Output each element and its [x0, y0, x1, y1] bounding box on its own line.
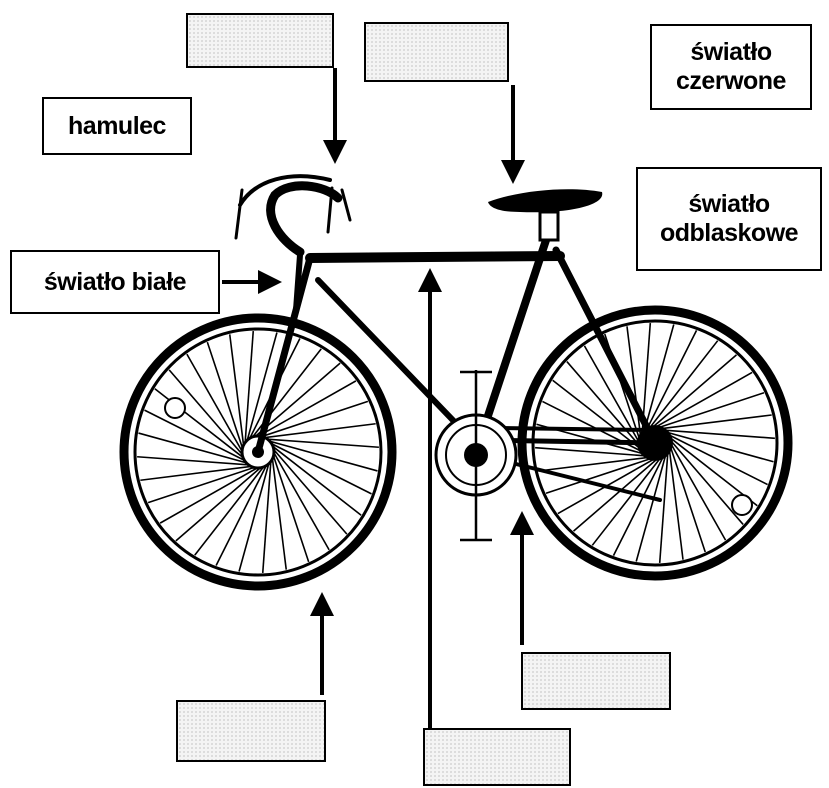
brake-label-text: hamulec — [68, 112, 166, 141]
spoke — [140, 465, 263, 480]
spoke — [643, 355, 736, 435]
spoke-reflector — [165, 398, 185, 418]
handlebar — [236, 176, 350, 252]
chainring — [436, 370, 516, 540]
spoke — [253, 424, 376, 439]
spoke — [668, 438, 683, 560]
white-light-label-text: światło białe — [44, 268, 186, 297]
blank-answer-box-bottom-middle[interactable] — [423, 728, 571, 786]
blank-answer-box-top-left[interactable] — [186, 13, 334, 68]
blank-answer-box-bottom-right[interactable] — [521, 652, 671, 710]
red-light-label-text: światło czerwone — [676, 38, 786, 96]
brake-label: hamulec — [42, 97, 192, 155]
reflector-light-label: światło odblaskowe — [636, 167, 822, 271]
spoke — [663, 431, 743, 524]
spoke — [266, 440, 347, 534]
spoke-reflector-front — [732, 495, 752, 515]
red-light-label: światło czerwone — [650, 24, 812, 110]
white-light-label: światło białe — [10, 250, 220, 314]
spoke — [650, 415, 772, 430]
spoke — [176, 460, 270, 541]
spoke — [271, 447, 286, 570]
blank-answer-box-bottom-left[interactable] — [176, 700, 326, 762]
spoke — [538, 456, 660, 471]
spoke — [230, 334, 245, 457]
saddle — [488, 189, 602, 240]
reflector-light-label-text: światło odblaskowe — [660, 190, 798, 248]
blank-answer-box-top-middle[interactable] — [364, 22, 509, 82]
